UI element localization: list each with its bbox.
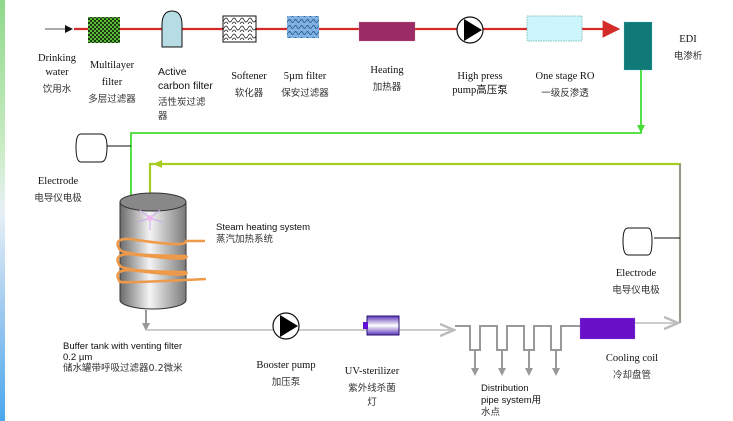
label-uv-sterilizer: UV-sterilizer 紫外线杀菌 灯 bbox=[340, 365, 404, 410]
cooling-coil-icon bbox=[579, 317, 636, 340]
label-cooling-coil-cn: 冷却盘管 bbox=[612, 370, 651, 381]
label-multilayer-filter: Multilayer filter 多层过滤器 bbox=[82, 59, 142, 107]
label-distribution-en1: Distribution bbox=[481, 383, 529, 394]
label-distribution-cn: 水点 bbox=[481, 407, 501, 418]
label-distribution: Distribution pipe system用 水点 bbox=[481, 383, 541, 419]
label-edi: EDI 电渗析 bbox=[668, 33, 708, 64]
slide-edge-gradient bbox=[0, 0, 5, 421]
use-point-arrows bbox=[471, 368, 560, 376]
label-active-carbon-cn2: 器 bbox=[158, 111, 168, 122]
label-steam-heating-cn: 蒸汽加热系统 bbox=[216, 234, 274, 245]
label-ro-cn: 一级反渗透 bbox=[541, 88, 589, 99]
label-multilayer-en2: filter bbox=[101, 77, 123, 88]
label-drinking-water: Drinking water 饮用水 bbox=[32, 52, 82, 97]
label-uv-cn2: 灯 bbox=[367, 397, 377, 408]
edi-output-line bbox=[130, 70, 642, 198]
booster-pump-triangle-icon bbox=[280, 315, 298, 337]
label-edi-cn: 电渗析 bbox=[673, 51, 703, 62]
label-hpp-en2: pump高压泵 bbox=[452, 85, 508, 96]
label-active-carbon: Active carbon filter 活性炭过滤 器 bbox=[158, 65, 213, 124]
label-active-carbon-en1: Active bbox=[158, 66, 187, 78]
label-ro: One stage RO 一级反渗透 bbox=[530, 70, 600, 101]
label-uv-en: UV-sterilizer bbox=[344, 366, 400, 377]
label-buffer-tank-en2: 0.2 µm bbox=[63, 352, 93, 363]
label-buffer-tank-cn: 储水罐带呼吸过滤器0.2微米 bbox=[63, 363, 183, 374]
label-electrode-left: Electrode 电导仪电极 bbox=[30, 175, 86, 206]
label-5um-cn: 保安过滤器 bbox=[281, 88, 329, 99]
label-softener-cn: 软化器 bbox=[234, 88, 264, 99]
distribution-pipe-loops bbox=[455, 325, 580, 351]
label-hpp-en1: High press bbox=[457, 71, 503, 82]
label-drinking-water-cn: 饮用水 bbox=[42, 84, 72, 95]
label-buffer-tank: Buffer tank with venting filter 0.2 µm 储… bbox=[63, 341, 183, 374]
label-electrode-right: Electrode 电导仪电极 bbox=[608, 267, 664, 298]
active-carbon-filter-icon bbox=[161, 10, 183, 48]
electrode-left-icon bbox=[75, 133, 108, 163]
steam-coil-icon bbox=[116, 237, 207, 284]
label-edi-en: EDI bbox=[679, 34, 697, 45]
label-heating-cn: 加热器 bbox=[372, 82, 402, 93]
buffer-tank-icon bbox=[119, 192, 187, 310]
label-drinking-water-en2: water bbox=[45, 67, 69, 78]
label-electrode-right-cn: 电导仪电极 bbox=[612, 285, 660, 296]
label-heating-en: Heating bbox=[370, 65, 404, 76]
label-cooling-coil-en: Cooling coil bbox=[605, 353, 659, 364]
label-booster-pump: Booster pump 加压泵 bbox=[251, 359, 321, 390]
label-multilayer-en1: Multilayer bbox=[89, 60, 135, 71]
heating-icon bbox=[358, 21, 416, 42]
label-softener: Softener 软化器 bbox=[226, 70, 272, 101]
electrode-right-icon bbox=[622, 227, 653, 256]
5um-filter-icon bbox=[287, 16, 319, 38]
multilayer-filter-icon bbox=[88, 17, 120, 43]
label-distribution-en2: pipe system用 bbox=[481, 395, 542, 406]
return-line-arrow bbox=[153, 160, 162, 168]
label-drinking-water-en1: Drinking bbox=[38, 53, 76, 64]
label-electrode-left-cn: 电导仪电极 bbox=[34, 193, 82, 204]
label-buffer-tank-en1: Buffer tank with venting filter bbox=[63, 341, 183, 352]
uv-sterilizer-icon bbox=[366, 315, 400, 336]
uv-lamp-cap bbox=[363, 322, 368, 329]
tank-outlet-arrow bbox=[142, 323, 150, 331]
label-ro-en: One stage RO bbox=[535, 71, 595, 82]
label-electrode-right-en: Electrode bbox=[615, 268, 657, 279]
label-uv-cn1: 紫外线杀菌 bbox=[348, 383, 396, 394]
label-steam-heating: Steam heating system 蒸汽加热系统 bbox=[216, 222, 310, 246]
label-heating: Heating 加热器 bbox=[362, 64, 412, 95]
label-booster-pump-cn: 加压泵 bbox=[271, 377, 301, 388]
label-softener-en: Softener bbox=[231, 71, 267, 82]
label-5um-filter: 5µm filter 保安过滤器 bbox=[276, 70, 334, 101]
label-active-carbon-en2: carbon filter bbox=[158, 80, 213, 92]
label-booster-pump-en: Booster pump bbox=[256, 360, 316, 371]
label-active-carbon-cn1: 活性炭过滤 bbox=[158, 97, 206, 108]
softener-icon bbox=[222, 15, 257, 43]
use-points bbox=[474, 350, 557, 370]
label-electrode-left-en: Electrode bbox=[37, 176, 79, 187]
ro-membrane-icon bbox=[526, 15, 583, 42]
steam-injection-point bbox=[147, 215, 153, 221]
edi-icon bbox=[623, 21, 653, 71]
label-5um-en: 5µm filter bbox=[283, 71, 327, 82]
label-steam-heating-en: Steam heating system bbox=[216, 222, 310, 233]
label-cooling-coil: Cooling coil 冷却盘管 bbox=[600, 352, 664, 383]
label-multilayer-cn: 多层过滤器 bbox=[88, 94, 136, 105]
label-high-press-pump: High press pump高压泵 bbox=[448, 70, 512, 98]
pump-triangle-icon bbox=[464, 19, 482, 41]
edi-output-arrow bbox=[637, 125, 645, 133]
